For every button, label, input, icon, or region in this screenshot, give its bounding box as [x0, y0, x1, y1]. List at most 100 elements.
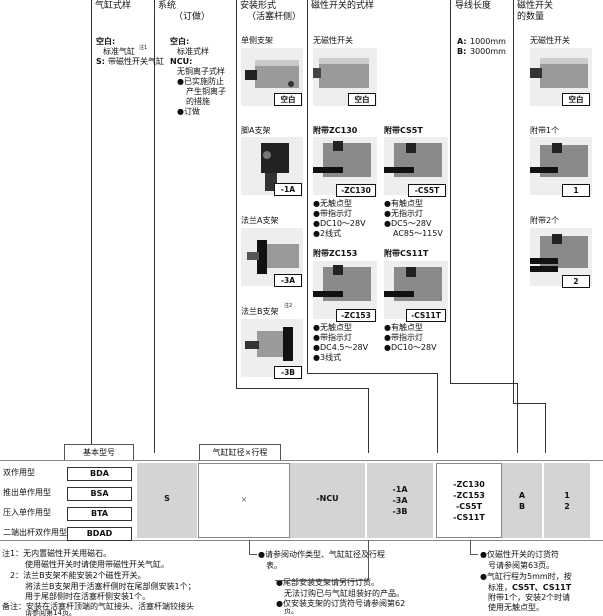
cyl-blank-key: 空白: — [96, 37, 116, 46]
col-ncu-value: -NCU — [316, 494, 339, 503]
switch-3-bullet-2: 无指示灯 — [384, 209, 423, 219]
mounting-subheader: （活塞杆侧） — [247, 12, 302, 22]
right-note-connector — [470, 540, 471, 554]
switch-count-subheader: 的数量 — [517, 12, 545, 22]
mount-1-code: 空白 — [274, 93, 302, 106]
switch-type-header: 磁性开关的式样 — [311, 1, 375, 11]
col-lead-value: A — [518, 491, 526, 500]
col-mount-value: -3A — [392, 496, 408, 505]
switch-connector — [307, 373, 437, 374]
switch-4-bullet-3: DC4.5～28V — [313, 343, 368, 353]
table-bottom-rule — [0, 540, 603, 541]
switch-1-label: 无磁性开关 — [313, 36, 353, 45]
col-mount-value: -1A — [392, 485, 408, 494]
col-bore-value: × — [240, 495, 248, 504]
count-1-label: 无磁性开关 — [530, 36, 570, 45]
switch-2-label: 附带ZC130 — [313, 126, 358, 135]
col-count-values: 1 2 — [544, 490, 590, 512]
switch-3-bullet-3b: AC85～115V — [393, 229, 443, 238]
cylinder-type-header: 气缸式样 — [95, 1, 132, 11]
col-switch-box: -ZC130 -ZC153 -CS5T -CS11T — [436, 463, 502, 538]
lead-a-val: 1000mm — [470, 37, 506, 46]
lead-length-leader — [450, 0, 451, 383]
count-3-label: 附带2个 — [530, 216, 560, 225]
mount-1-image — [241, 48, 303, 106]
switch-5-code: -CS11T — [406, 309, 446, 322]
lead-b-val: 3000mm — [470, 47, 506, 56]
switch-2-code: -ZC130 — [336, 184, 376, 197]
switch-1-image — [313, 48, 377, 106]
note-3a: 备注：安装在活塞杆顶端的气缸接头、活塞杆端铰接头 — [2, 602, 194, 611]
right-note-2: 气缸行程为5mm时，按 — [480, 572, 572, 582]
row-1-label: 双作用型 — [3, 468, 35, 477]
lead-a-key: A: — [457, 37, 467, 46]
cyl-blank-desc: 标准气缸 — [103, 47, 135, 56]
switch-3-bullet-1: 有触点型 — [384, 199, 423, 209]
mid-note-connector-2 — [368, 540, 369, 580]
col-mount-values: -1A -3A -3B — [367, 484, 433, 517]
switch-2-bullet-2: 带指示灯 — [313, 209, 352, 219]
col-lead-box: A B — [502, 463, 542, 538]
col-ncu-box: -NCU — [290, 463, 365, 538]
switch-2-bullet-3: DC10～28V — [313, 219, 366, 229]
sys-blank-key: 空白: — [170, 37, 190, 46]
col-switch-value: -CS11T — [453, 513, 485, 522]
mid-note-connector-2h — [275, 580, 368, 581]
switch-count-header: 磁性开关 — [517, 1, 554, 11]
col-count-box: 1 2 — [544, 463, 590, 538]
col-mount-value: -3B — [392, 507, 408, 516]
col-switch-value: -CS5T — [455, 502, 483, 511]
sys-ncu-bullet-1b: 产生铜离子 — [186, 87, 226, 96]
sys-ncu-desc: 无铜离子式样 — [177, 67, 225, 76]
mid-note-connector-h — [249, 554, 257, 555]
cyl-blank-note: 注1 — [139, 45, 148, 51]
cyl-s-desc: 带磁性开关气缸 — [108, 57, 164, 66]
mid-note-1b: 表。 — [266, 561, 282, 570]
count-1-code: 空白 — [562, 93, 590, 106]
count-2-label: 附带1个 — [530, 126, 560, 135]
switch-3-label: 附带CS5T — [384, 126, 423, 135]
switch-5-bullet-3: DC10～28V — [384, 343, 437, 353]
row-2-label: 推出单作用型 — [3, 488, 51, 497]
row-3-label: 压入单作用型 — [3, 508, 51, 517]
switch-3-code: -CS5T — [408, 184, 446, 197]
mount-2-label: 脚A支架 — [241, 126, 271, 135]
col-lead-values: A B — [502, 490, 542, 512]
sys-ncu-bullet-1c: 的措施 — [186, 97, 210, 106]
col-lead-value: B — [518, 502, 526, 511]
bore-stroke-label: 气缸缸径×行程 — [199, 444, 281, 461]
right-note-2b: 标准，CS5T、CS11T — [488, 583, 572, 592]
row-4-code: BDAD — [67, 527, 132, 541]
mid-note-connector — [249, 540, 250, 554]
mid-note-1: 请参阅动作类型、气缸缸径及行程 — [258, 550, 385, 560]
row-3-code: BTA — [67, 507, 132, 521]
mid-note-3: 仅安装支架的订货符号请参阅第62 — [276, 599, 405, 609]
sys-ncu-bullet-1: 已实施防止 — [177, 77, 224, 87]
mid-note-2b: 无法订购已与气缸组装好的产品。 — [284, 589, 404, 598]
note-2b: 将法兰B支架用于活塞杆侧时在尾部侧安装1个； — [25, 582, 196, 591]
cyl-s-key: S: — [96, 57, 105, 66]
switch-5-label: 附带CS11T — [384, 249, 429, 258]
right-note-2d: 附带1个，安装2个时请 — [488, 593, 571, 602]
switch-5-bullet-2: 带指示灯 — [384, 333, 423, 343]
col-s-value: S — [164, 494, 170, 503]
col-s-box: S — [137, 463, 197, 538]
note-2a: 2：法兰B支架不能安装2个磁性开关。 — [10, 571, 146, 580]
switch-count-leader — [513, 0, 514, 403]
mounting-connector — [236, 388, 368, 389]
system-header: 系统 — [158, 1, 177, 11]
mid-note-2: 尾部安装支架请另行订货。 — [276, 578, 379, 588]
count-3-image — [530, 228, 592, 286]
lead-connector-drop — [517, 383, 518, 453]
row-4-label: 二端出杆双作用型 — [3, 528, 67, 537]
switch-4-bullet-1: 无触点型 — [313, 323, 352, 333]
row-1-code: BDA — [67, 467, 132, 481]
col-switch-value: -ZC130 — [453, 480, 485, 489]
col-mount-box: -1A -3A -3B — [367, 463, 433, 538]
count-1-image — [530, 48, 592, 106]
base-model-label: 基本型号 — [64, 444, 134, 461]
mount-4-label: 法兰B支架 — [241, 307, 279, 316]
count-2-code: 1 — [562, 184, 590, 197]
mounting-leader — [236, 0, 237, 388]
mount-1-label: 单侧支架 — [241, 36, 273, 45]
